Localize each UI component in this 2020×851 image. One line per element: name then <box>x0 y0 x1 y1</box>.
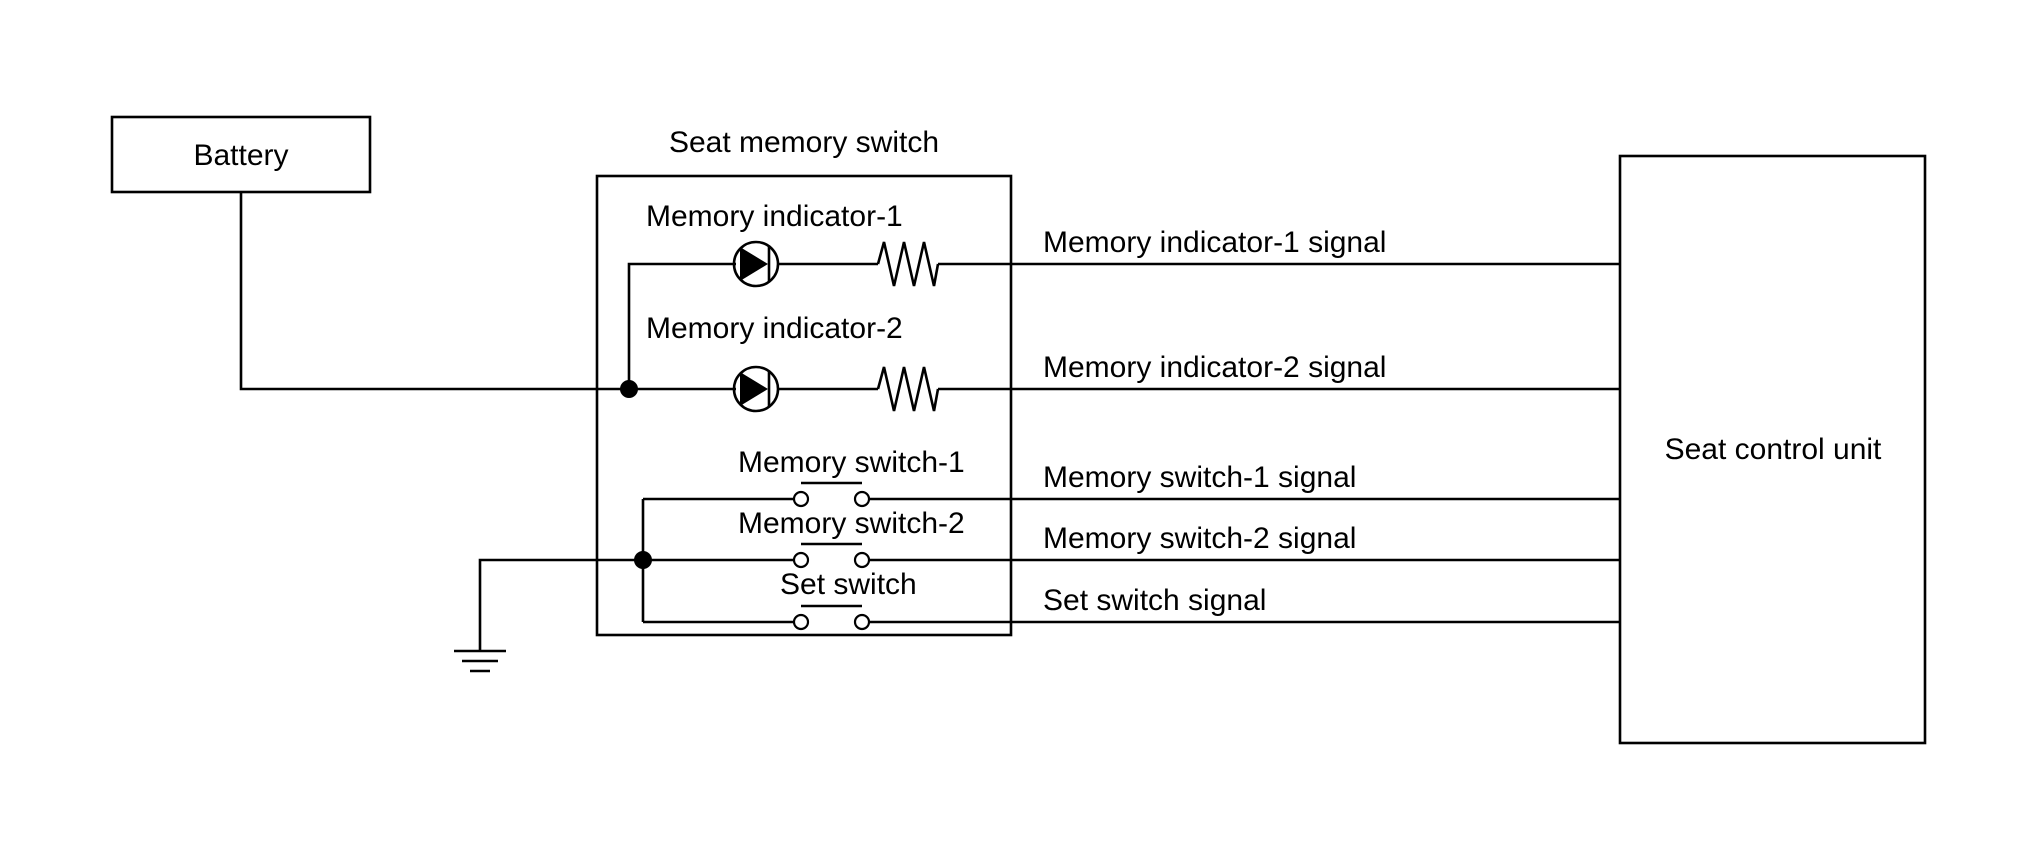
memory-switch-1-signal-label: Memory switch-1 signal <box>1043 461 1356 494</box>
ground-circuit <box>454 499 652 673</box>
memory-switch-2-label: Memory switch-2 <box>738 507 965 540</box>
ground-wire <box>478 558 643 651</box>
seat-control-unit-label: Seat control unit <box>1665 433 1882 466</box>
ground-icon <box>454 649 506 673</box>
memory-indicator-2-circuit: Memory indicator-2 Memory indicator-2 si… <box>629 312 1620 413</box>
memory-switch-2-signal-label: Memory switch-2 signal <box>1043 522 1356 555</box>
memory-indicator-1-label: Memory indicator-1 <box>646 200 903 233</box>
resistor-icon <box>876 366 940 412</box>
set-switch-circuit: Set switch Set switch signal <box>643 568 1620 631</box>
switch-icon <box>792 481 871 508</box>
battery-block: Battery <box>110 115 372 194</box>
switch-icon <box>792 542 871 569</box>
battery-feed-wire <box>239 192 629 391</box>
switch-icon <box>792 604 871 631</box>
set-switch-label: Set switch <box>780 568 917 601</box>
diode-icon <box>732 240 780 288</box>
battery-label: Battery <box>193 139 288 172</box>
memory-indicator-1-signal-label: Memory indicator-1 signal <box>1043 226 1386 259</box>
set-switch-signal-label: Set switch signal <box>1043 584 1266 617</box>
seat-control-unit-block: Seat control unit <box>1618 154 1927 745</box>
memory-switch-2-circuit: Memory switch-2 Memory switch-2 signal <box>643 507 1620 569</box>
memory-switch-1-circuit: Memory switch-1 Memory switch-1 signal <box>643 446 1620 508</box>
seat-memory-switch-title: Seat memory switch <box>669 126 939 159</box>
indicator-bus-wire <box>627 262 736 389</box>
memory-switch-1-label: Memory switch-1 <box>738 446 965 479</box>
diode-icon <box>732 365 780 413</box>
resistor-icon <box>876 241 940 287</box>
memory-indicator-1-circuit: Memory indicator-1 Memory indicator-1 si… <box>646 200 1620 288</box>
memory-indicator-2-signal-label: Memory indicator-2 signal <box>1043 351 1386 384</box>
memory-indicator-2-label: Memory indicator-2 <box>646 312 903 345</box>
seat-memory-switch-block: Seat memory switch <box>595 126 1013 637</box>
